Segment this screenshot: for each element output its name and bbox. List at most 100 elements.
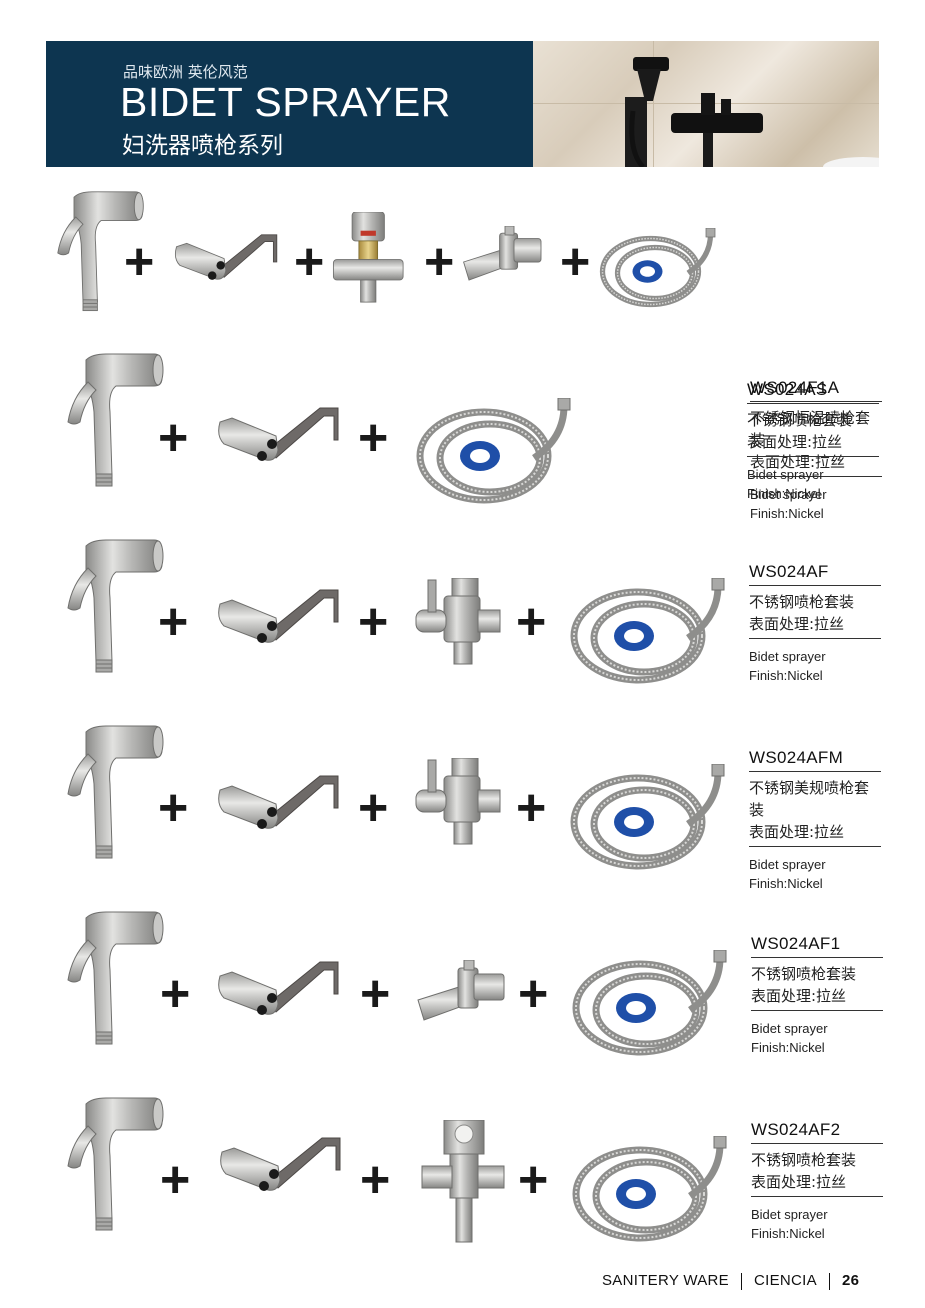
sprayer-icon xyxy=(66,538,176,682)
product-row: + + + + WS024F1A 不锈钢恒温喷枪套装 表面处理:拉丝 Bidet sp… xyxy=(0,188,925,521)
product-finish-en: Finish:Nickel xyxy=(750,506,824,521)
product-finish-cn: 表面处理:拉丝 xyxy=(751,987,847,1005)
product-finish-en: Finish:Nickel xyxy=(751,1040,825,1055)
plus-icon: + xyxy=(160,1151,191,1209)
product-desc-en: Bidet sprayer Finish:Nickel xyxy=(750,485,882,523)
product-code: WS024AF xyxy=(749,562,881,586)
product-name-en: Bidet sprayer xyxy=(747,467,824,482)
product-row: + + WS024AS 不锈钢喷枪套装 表面处理:拉丝 Bidet sprayer… xyxy=(0,352,925,532)
product-row: +++ WS024AF 不锈钢喷枪套装 表面处理:拉丝 Bidet spraye… xyxy=(0,538,925,718)
plus-icon: + xyxy=(124,233,155,291)
sprayer-icon xyxy=(66,1096,176,1240)
product-name-en: Bidet sprayer xyxy=(751,1207,828,1222)
product-info: WS024AF1 不锈钢喷枪套装 表面处理:拉丝 Bidet sprayer F… xyxy=(751,934,883,1057)
holder-icon xyxy=(210,768,350,842)
product-finish-cn: 表面处理:拉丝 xyxy=(750,453,846,471)
page-title: BIDET SPRAYER xyxy=(120,79,451,125)
product-desc-en: Bidet sprayer Finish:Nickel xyxy=(751,1019,883,1057)
product-name-cn: 不锈钢喷枪套装 xyxy=(749,593,855,611)
plus-icon: + xyxy=(516,593,547,651)
footer-divider xyxy=(740,1272,742,1290)
product-name-cn: 不锈钢喷枪套装 xyxy=(751,1151,857,1169)
angle-valve-icon xyxy=(414,959,509,1034)
product-code: WS024AS xyxy=(747,380,879,404)
plus-icon: + xyxy=(360,1151,391,1209)
product-finish-en: Finish:Nickel xyxy=(749,876,823,891)
plus-icon: + xyxy=(358,593,389,651)
product-finish-cn: 表面处理:拉丝 xyxy=(747,433,843,451)
plus-icon: + xyxy=(560,233,591,291)
product-info: WS024AF2 不锈钢喷枪套装 表面处理:拉丝 Bidet sprayer F… xyxy=(751,1120,883,1243)
t-valve-icon xyxy=(414,577,504,672)
holder-icon xyxy=(210,954,350,1028)
product-desc-en: Bidet sprayer Finish:Nickel xyxy=(749,855,881,893)
product-name-en: Bidet sprayer xyxy=(749,649,826,664)
product-desc-cn: 不锈钢喷枪套装 表面处理:拉丝 xyxy=(751,963,883,1011)
product-info: WS024F1A 不锈钢恒温喷枪套装 表面处理:拉丝 Bidet sprayer… xyxy=(750,378,882,523)
product-desc-en: Bidet sprayer Finish:Nickel xyxy=(747,465,879,503)
banner-slogan: 品味欧洲 英伦风范 xyxy=(123,63,248,81)
footer-divider xyxy=(828,1272,830,1290)
plus-icon: + xyxy=(518,965,549,1023)
product-finish-cn: 表面处理:拉丝 xyxy=(749,823,845,841)
holder-icon xyxy=(210,582,350,656)
product-info: WS024AS 不锈钢喷枪套装 表面处理:拉丝 Bidet sprayer Fi… xyxy=(747,380,879,503)
product-info: WS024AF 不锈钢喷枪套装 表面处理:拉丝 Bidet sprayer Fi… xyxy=(749,562,881,685)
sprayer-icon xyxy=(66,352,176,496)
plus-icon: + xyxy=(424,233,455,291)
product-code: WS024F1A xyxy=(750,378,882,402)
product-name-cn: 不锈钢喷枪套装 xyxy=(751,965,857,983)
product-desc-cn: 不锈钢喷枪套装 表面处理:拉丝 xyxy=(751,1149,883,1197)
hose-icon xyxy=(414,397,579,512)
plus-icon: + xyxy=(360,965,391,1023)
product-code: WS024AFM xyxy=(749,748,881,772)
product-name-cn: 不锈钢美规喷枪套装 xyxy=(749,779,870,819)
hose-icon xyxy=(570,949,735,1064)
product-desc-cn: 不锈钢喷枪套装 表面处理:拉丝 xyxy=(749,591,881,639)
banner-photo xyxy=(533,41,879,167)
t-valve-icon xyxy=(414,757,504,852)
hose-icon xyxy=(568,577,733,692)
product-desc-cn: 不锈钢美规喷枪套装 表面处理:拉丝 xyxy=(749,777,881,847)
product-finish-cn: 表面处理:拉丝 xyxy=(749,615,845,633)
thermostatic-valve-icon xyxy=(330,211,407,310)
footer-section: SANITERY WARE xyxy=(602,1272,729,1289)
plus-icon: + xyxy=(516,779,547,837)
product-row: + + + WS024AF1 不锈钢喷枪套装 表面处理:拉丝 Bidet spray… xyxy=(0,910,925,1090)
holder-icon xyxy=(210,400,350,474)
cube-t-valve-icon xyxy=(418,1119,508,1254)
sprayer-icon xyxy=(66,724,176,868)
page-footer: SANITERY WARE CIENCIA 26 xyxy=(602,1272,859,1290)
plus-icon: + xyxy=(518,1151,549,1209)
page-number: 26 xyxy=(841,1272,860,1289)
product-finish-en: Finish:Nickel xyxy=(751,1226,825,1241)
footer-brand: CIENCIA xyxy=(753,1272,817,1289)
product-name-cn: 不锈钢恒温喷枪套装 xyxy=(750,409,871,449)
product-desc-en: Bidet sprayer Finish:Nickel xyxy=(751,1205,883,1243)
product-name-en: Bidet sprayer xyxy=(750,487,827,502)
product-row: + + + WS024AFM 不锈钢美规喷枪套装 表面处理:拉丝 Bidet spr… xyxy=(0,724,925,904)
product-row: + + + WS024AF2 不锈钢喷枪套装 表面处理:拉丝 Bidet spray… xyxy=(0,1096,925,1276)
product-finish-cn: 表面处理:拉丝 xyxy=(751,1173,847,1191)
product-name-en: Bidet sprayer xyxy=(751,1021,828,1036)
product-desc-cn: 不锈钢恒温喷枪套装 表面处理:拉丝 xyxy=(750,407,882,477)
product-desc-en: Bidet sprayer Finish:Nickel xyxy=(749,647,881,685)
holder-icon xyxy=(168,228,287,292)
product-desc-cn: 不锈钢喷枪套装 表面处理:拉丝 xyxy=(747,409,879,457)
holder-icon xyxy=(212,1130,352,1204)
plus-icon: + xyxy=(358,779,389,837)
hose-icon xyxy=(570,1135,735,1250)
plus-icon: + xyxy=(294,233,325,291)
sprayer-icon xyxy=(66,910,176,1054)
plus-icon: + xyxy=(158,779,189,837)
product-finish-en: Finish:Nickel xyxy=(747,486,821,501)
plus-icon: + xyxy=(358,409,389,467)
product-code: WS024AF2 xyxy=(751,1120,883,1144)
sprayer-icon xyxy=(56,190,155,320)
product-name-cn: 不锈钢喷枪套装 xyxy=(747,411,853,429)
plus-icon: + xyxy=(160,965,191,1023)
hose-icon xyxy=(598,227,722,315)
plus-icon: + xyxy=(158,409,189,467)
product-code: WS024AF1 xyxy=(751,934,883,958)
hose-icon xyxy=(568,763,733,878)
